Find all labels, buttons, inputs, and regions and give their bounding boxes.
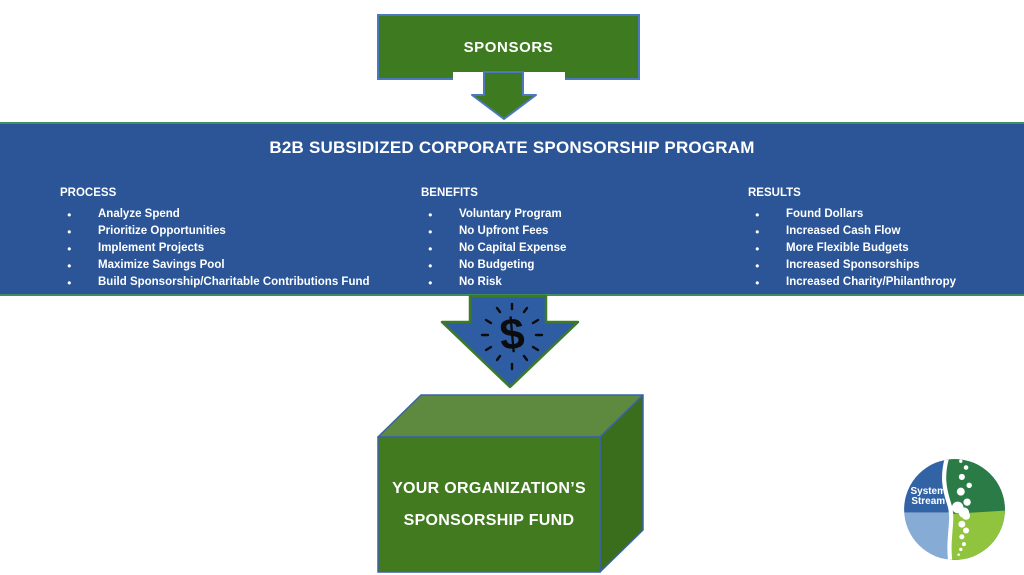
list-item: More Flexible Budgets (748, 240, 1018, 257)
results-column: RESULTS Found Dollars Increased Cash Flo… (748, 187, 1018, 291)
fund-cube (377, 394, 644, 573)
program-banner: B2B SUBSIDIZED CORPORATE SPONSORSHIP PRO… (0, 122, 1024, 296)
list-item: Increased Charity/Philanthropy (748, 274, 1018, 291)
list-item: Increased Sponsorships (748, 257, 1018, 274)
process-header: PROCESS (60, 187, 117, 199)
fund-box-text: YOUR ORGANIZATION’S SPONSORSHIP FUND (378, 437, 600, 572)
sponsors-box: SPONSORS (377, 14, 640, 80)
sponsors-label: SPONSORS (463, 38, 554, 56)
results-list: Found Dollars Increased Cash Flow More F… (748, 206, 1018, 291)
benefits-list: Voluntary Program No Upfront Fees No Cap… (421, 206, 711, 291)
list-item: No Risk (421, 274, 711, 291)
list-item: Implement Projects (60, 240, 405, 257)
process-list: Analyze Spend Prioritize Opportunities I… (60, 206, 405, 291)
fund-line-2: SPONSORSHIP FUND (403, 511, 575, 529)
list-item: Voluntary Program (421, 206, 711, 223)
stream-dots-icon (951, 459, 972, 556)
system-stream-logo: System Stream (904, 459, 1005, 560)
list-item: Prioritize Opportunities (60, 223, 405, 240)
process-column: PROCESS Analyze Spend Prioritize Opportu… (60, 187, 405, 291)
list-item: Analyze Spend (60, 206, 405, 223)
dollar-down-arrow-icon: $ (436, 294, 612, 389)
list-item: Maximize Savings Pool (60, 257, 405, 274)
list-item: Increased Cash Flow (748, 223, 1018, 240)
list-item: No Capital Expense (421, 240, 711, 257)
list-item: Build Sponsorship/Charitable Contributio… (60, 274, 405, 291)
benefits-column: BENEFITS Voluntary Program No Upfront Fe… (421, 187, 711, 291)
benefits-header: BENEFITS (421, 187, 478, 199)
list-item: Found Dollars (748, 206, 1018, 223)
dollar-sign: $ (498, 309, 527, 360)
list-item: No Budgeting (421, 257, 711, 274)
banner-title: B2B SUBSIDIZED CORPORATE SPONSORSHIP PRO… (269, 138, 755, 157)
dollar-burst-icon (480, 302, 544, 371)
sponsors-down-arrow-icon (453, 71, 565, 120)
logo-text-line-2: Stream (911, 496, 945, 507)
fund-line-1: YOUR ORGANIZATION’S (392, 479, 586, 497)
list-item: No Upfront Fees (421, 223, 711, 240)
results-header: RESULTS (748, 187, 801, 199)
logo-text-line-1: System (911, 486, 947, 497)
